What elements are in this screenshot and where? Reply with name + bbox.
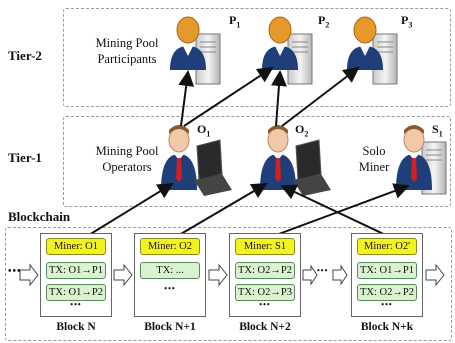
p3-label: P3 — [401, 13, 413, 30]
block-nk-name: Block N+k — [360, 321, 414, 333]
o2-label: O2 — [295, 122, 309, 139]
arrow-block-nk-o2 — [280, 184, 393, 239]
tx-row: TX: ... — [140, 262, 200, 279]
arrow-o1-p1 — [178, 70, 195, 127]
tier-2-label: Tier-2 — [8, 48, 42, 63]
miner-row: Miner: O2 — [140, 238, 200, 255]
miner-row: Miner: S1 — [235, 238, 295, 255]
tx-row: TX: O1→P1 — [46, 262, 106, 279]
leading-ellipsis: ••• — [8, 266, 22, 277]
tx-row: TX: O2→P3 — [235, 284, 295, 301]
arrow-block-n-o1 — [83, 182, 174, 239]
operators-label: Mining Pool Operators — [95, 144, 159, 174]
tier-2-box — [63, 8, 451, 107]
participant-p1-icon — [170, 16, 206, 70]
tx-row: TX: O1→P1 — [357, 262, 417, 279]
participant-p2-icon — [262, 16, 298, 70]
block-n1-name: Block N+1 — [144, 321, 196, 333]
solo-miner-label: Solo Miner — [358, 144, 390, 174]
solo-miner-s1-icon — [396, 125, 432, 190]
tier-1-box — [63, 116, 451, 207]
participants-label: Mining Pool Participants — [95, 36, 159, 66]
participant-p3-icon — [347, 16, 383, 70]
block-n-name: Block N — [56, 321, 96, 333]
arrow-o1-p2 — [183, 66, 274, 127]
chain-arrow-icon — [113, 263, 133, 287]
blockchain-label: Blockchain — [8, 209, 71, 224]
p1-label: P1 — [229, 13, 241, 30]
chain-arrow-icon — [19, 263, 39, 287]
arrow-o2-p2 — [270, 70, 287, 127]
o1-label: O1 — [197, 122, 211, 139]
tx-row: TX: O2→P2 — [357, 284, 417, 301]
block-n: Miner: O1 TX: O1→P1 TX: O1→P2 ••• — [40, 233, 112, 317]
chain-arrow-icon — [425, 263, 445, 287]
operator-o1-icon — [161, 125, 197, 190]
block-nk: Miner: O2' TX: O1→P1 TX: O2→P2 ••• — [351, 233, 423, 317]
laptop-icon — [293, 139, 331, 196]
arrow-block-n1-o2 — [173, 182, 268, 239]
block-n2: Miner: S1 TX: O2→P2 TX: O2→P3 ••• — [229, 233, 301, 317]
p2-label: P2 — [318, 13, 330, 30]
more-ellipsis: ••• — [164, 284, 176, 293]
block-n1: Miner: O2 TX: ... ••• — [134, 233, 206, 317]
chain-arrow-icon — [302, 264, 318, 286]
arrow-o2-p3 — [281, 66, 360, 127]
more-ellipsis: ••• — [259, 300, 271, 309]
block-n2-name: Block N+2 — [239, 321, 291, 333]
tier-1-label: Tier-1 — [8, 150, 42, 165]
more-ellipsis: ••• — [70, 300, 82, 309]
miner-row: Miner: O2' — [357, 238, 417, 255]
s1-label: S1 — [432, 122, 443, 139]
chain-arrow-icon — [208, 263, 228, 287]
blockchain-box — [5, 227, 452, 341]
operator-o2-icon — [260, 125, 296, 190]
more-ellipsis: ••• — [381, 300, 393, 309]
miner-row: Miner: O1 — [46, 238, 106, 255]
tx-row: TX: O2→P2 — [235, 262, 295, 279]
middle-ellipsis: ••• — [317, 266, 329, 275]
chain-arrow-icon — [332, 264, 348, 286]
tx-row: TX: O1→P2 — [46, 284, 106, 301]
laptop-icon — [194, 139, 232, 196]
